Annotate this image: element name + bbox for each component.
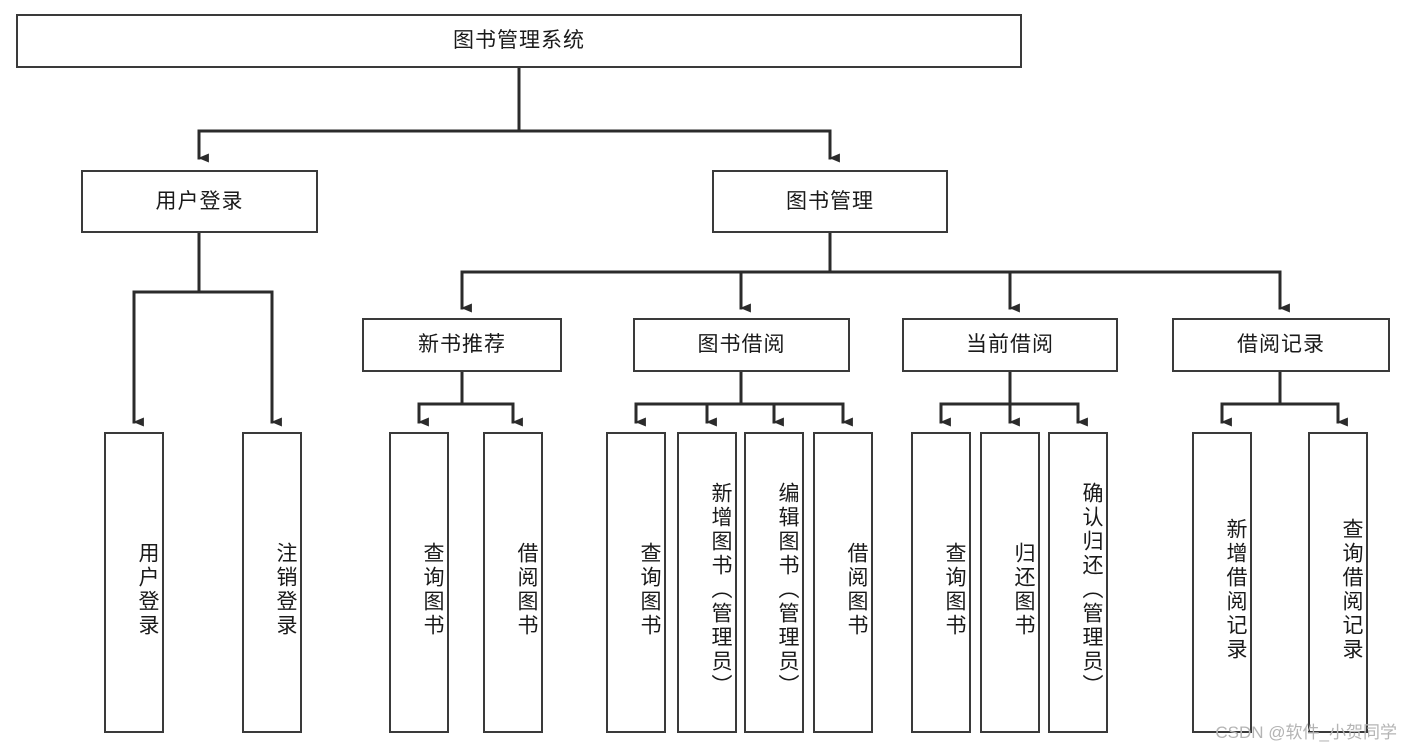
node-label: 查询借阅记录: [1340, 517, 1363, 662]
node-label: 归还图书: [1012, 541, 1035, 638]
leaf-return-book[interactable]: 归还图书: [980, 432, 1040, 733]
leaf-query-book-3[interactable]: 查询图书: [911, 432, 971, 733]
node-label: 借阅记录: [1237, 333, 1325, 357]
node-label: 新增借阅记录: [1224, 517, 1247, 662]
node-label: 借阅图书: [845, 541, 868, 638]
watermark: CSDN @软件_小贺同学: [1215, 723, 1397, 742]
node-current-borrow[interactable]: 当前借阅: [902, 318, 1118, 372]
leaf-user-login[interactable]: 用户登录: [104, 432, 164, 733]
node-label: 查询图书: [638, 541, 661, 638]
node-label: 图书借阅: [697, 333, 786, 357]
leaf-confirm-return-admin[interactable]: 确认归还（管理员）: [1048, 432, 1108, 733]
leaf-borrow-book-1[interactable]: 借阅图书: [483, 432, 543, 733]
node-borrow-record[interactable]: 借阅记录: [1172, 318, 1390, 372]
leaf-logout[interactable]: 注销登录: [242, 432, 302, 733]
node-label: 图书管理: [786, 189, 874, 213]
node-label: 新增图书（管理员）: [709, 481, 732, 698]
node-label: 新书推荐: [418, 333, 506, 357]
leaf-edit-book-admin[interactable]: 编辑图书（管理员）: [744, 432, 804, 733]
node-label: 当前借阅: [966, 333, 1054, 357]
node-root-book-management-system[interactable]: 图书管理系统: [16, 14, 1022, 68]
node-label: 用户登录: [136, 541, 159, 638]
node-label: 注销登录: [274, 541, 297, 638]
node-new-book-recommend[interactable]: 新书推荐: [362, 318, 562, 372]
leaf-query-borrow-record[interactable]: 查询借阅记录: [1308, 432, 1368, 733]
node-label: 查询图书: [943, 541, 966, 638]
node-label: 确认归还（管理员）: [1080, 481, 1103, 698]
leaf-add-book-admin[interactable]: 新增图书（管理员）: [677, 432, 737, 733]
node-label: 图书管理系统: [453, 29, 585, 53]
node-label: 查询图书: [421, 541, 444, 638]
node-user-login[interactable]: 用户登录: [81, 170, 318, 233]
leaf-add-borrow-record[interactable]: 新增借阅记录: [1192, 432, 1252, 733]
node-label: 编辑图书（管理员）: [776, 481, 799, 698]
leaf-borrow-book-2[interactable]: 借阅图书: [813, 432, 873, 733]
node-book-management[interactable]: 图书管理: [712, 170, 948, 233]
node-label: 用户登录: [155, 189, 244, 213]
leaf-query-book-1[interactable]: 查询图书: [389, 432, 449, 733]
node-label: 借阅图书: [515, 541, 538, 638]
node-book-borrow[interactable]: 图书借阅: [633, 318, 850, 372]
leaf-query-book-2[interactable]: 查询图书: [606, 432, 666, 733]
